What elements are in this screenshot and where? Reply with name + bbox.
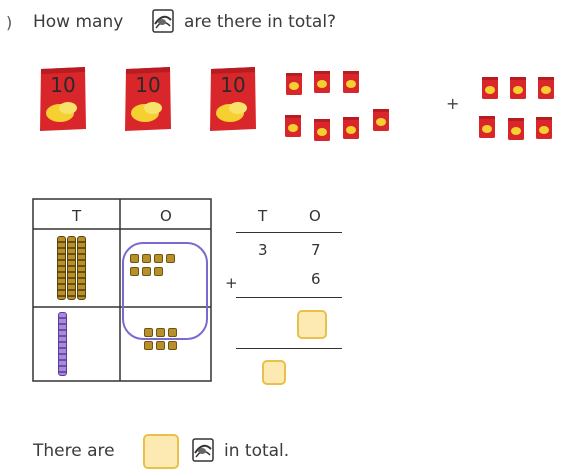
one-cube: [168, 341, 177, 350]
crisp-packet-icon: [152, 9, 174, 33]
header-rule: [236, 232, 342, 233]
ten-packet-label: 10: [220, 73, 245, 97]
one-cube: [130, 267, 139, 276]
sum-rule-bottom: [236, 348, 342, 349]
addend1-ones: 7: [311, 241, 321, 259]
ten-packet: 10: [125, 67, 171, 131]
small-packet: [343, 71, 359, 93]
small-packet: [536, 117, 552, 139]
small-packet: [314, 71, 330, 93]
question-text-start: How many: [33, 12, 124, 32]
column-header-tens: T: [258, 207, 268, 225]
ten-packet: 10: [40, 67, 86, 131]
small-packet: [285, 115, 301, 137]
small-packet: [479, 116, 495, 138]
small-packet: [508, 118, 524, 140]
one-cube: [142, 267, 151, 276]
column-header-ones: O: [309, 207, 321, 225]
regroup-loop: [122, 242, 208, 340]
ten-rod: [77, 236, 86, 300]
one-cube: [156, 341, 165, 350]
plus-sign: +: [446, 94, 460, 113]
ten-rod: [67, 236, 76, 300]
answer-box-carry[interactable]: [262, 360, 286, 385]
small-packet: [286, 73, 302, 95]
ten-rod-purple: [58, 312, 67, 376]
small-packet: [510, 77, 526, 99]
one-cube: [166, 254, 175, 263]
small-packet: [314, 119, 330, 141]
sum-rule-top: [236, 297, 342, 298]
small-packet: [538, 77, 554, 99]
small-packet: [343, 117, 359, 139]
one-cube: [168, 328, 177, 337]
one-cube: [144, 341, 153, 350]
question-number-mark: ): [6, 13, 13, 32]
one-cube: [154, 267, 163, 276]
small-packet: [482, 77, 498, 99]
crisp-packet-icon: [192, 438, 214, 462]
ten-packet: 10: [210, 67, 256, 131]
plus-operator: +: [225, 274, 238, 292]
ten-packet-label: 10: [135, 73, 160, 97]
answer-text-start: There are: [33, 441, 115, 461]
one-cube: [156, 328, 165, 337]
addend2-ones: 6: [311, 270, 321, 288]
one-cube: [154, 254, 163, 263]
small-packet: [373, 109, 389, 131]
answer-text-end: in total.: [224, 441, 290, 461]
table-header-tens: T: [72, 207, 82, 225]
question-text-end: are there in total?: [184, 12, 337, 32]
addend1-tens: 3: [258, 241, 268, 259]
table-header-ones: O: [160, 207, 172, 225]
one-cube: [144, 328, 153, 337]
answer-box-ones[interactable]: [297, 310, 327, 339]
one-cube: [142, 254, 151, 263]
one-cube: [130, 254, 139, 263]
ten-rod: [57, 236, 66, 300]
answer-box-total[interactable]: [143, 434, 179, 469]
ten-packet-label: 10: [50, 73, 75, 97]
